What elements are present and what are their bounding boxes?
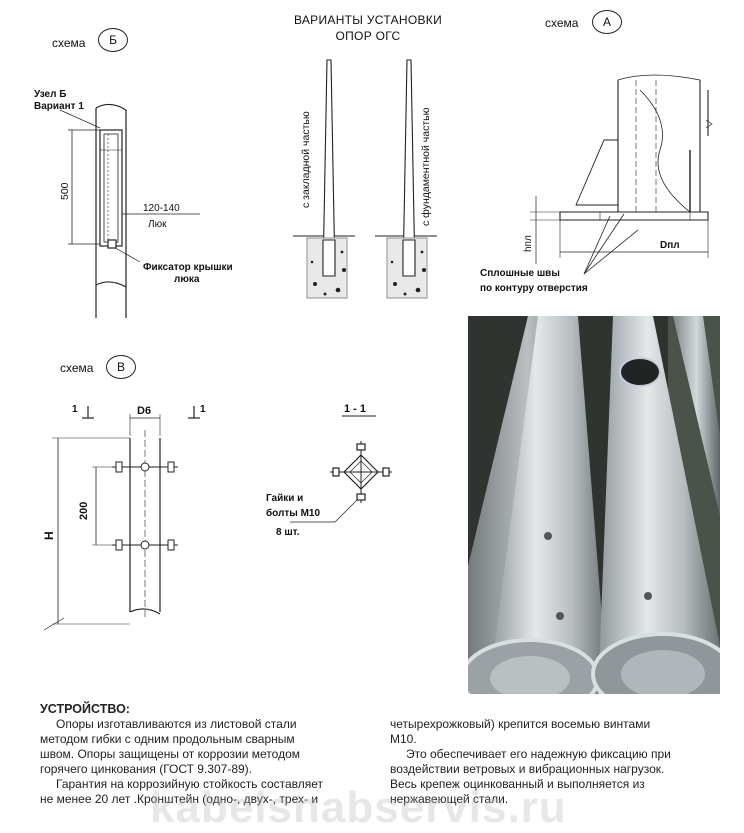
description-line: горячего цинкования (ГОСТ 9.307-89).: [40, 762, 252, 776]
description-line: не менее 20 лет .Кронштейн (одно-, двух-…: [40, 792, 319, 806]
node-label: Узел Б: [34, 89, 67, 100]
description-line: методом гибки с одним продольным сварным: [40, 732, 295, 746]
description-line: Опоры изготавливаются из листовой стали: [56, 717, 297, 731]
variant-label: Вариант 1: [34, 101, 84, 112]
section-1-1-drawing: [290, 415, 392, 523]
description-line: Весь крепеж оцинкованный и выполняется и…: [390, 777, 645, 791]
description-line: М10.: [390, 732, 417, 746]
pole-height-label: H: [42, 531, 56, 540]
description-line: четырехрожковый) крепится восемью винтам…: [390, 717, 651, 731]
section-mark-right: 1: [200, 404, 206, 415]
description-right: четырехрожковый) крепится восемью винтам…: [390, 717, 730, 807]
description-line: Это обеспечивает его надежную фиксацию п…: [406, 747, 671, 761]
schema-v-badge: В: [106, 355, 136, 379]
schema-a-drawing: [530, 74, 713, 275]
pole-diameter-label: D6: [137, 405, 152, 417]
schema-a-label: схема: [545, 16, 579, 30]
schema-b-label: схема: [52, 36, 86, 50]
watermark: kabelsnabservis.ru: [150, 783, 567, 832]
variant-foundation-label: с фундаментной частью: [420, 107, 432, 226]
schema-v-drawing: [43, 406, 200, 631]
description-line: воздействии ветровых и вибрационных нагр…: [390, 762, 665, 776]
welds-line-1: Сплошные швы: [480, 268, 560, 279]
description-line: нержавеющей стали.: [390, 792, 509, 806]
dim-range: 120-140: [143, 203, 180, 214]
bolts-line-2: болты М10: [266, 508, 321, 519]
dim-500: 500: [59, 182, 71, 200]
poles-photo: [468, 316, 720, 694]
bolts-line-1: Гайки и: [266, 493, 304, 504]
schema-a-badge: А: [592, 10, 622, 34]
schema-b-drawing: [59, 103, 200, 318]
plate-height-label: hпл: [523, 235, 534, 252]
title-line-2: ОПОР ОГС: [335, 29, 401, 43]
dim-200: 200: [78, 501, 90, 520]
schema-b-badge: Б: [98, 28, 128, 52]
description-left: УСТРОЙСТВО: Опоры изготавливаются из лис…: [40, 702, 370, 807]
description-line: Гарантия на коррозийную стойкость состав…: [56, 777, 324, 791]
description-line: швом. Опоры защищены от коррозии методом: [40, 747, 300, 761]
bolts-count: 8 шт.: [276, 527, 300, 538]
plate-diameter-label: Dпл: [660, 240, 680, 251]
fixator-line-1: Фиксатор крышки: [143, 262, 233, 273]
diagram-title: ВАРИАНТЫ УСТАНОВКИ ОПОР ОГС: [268, 12, 468, 44]
schema-v-label: схема: [60, 361, 94, 375]
install-variants-drawing: [293, 59, 437, 299]
section-1-1-title: 1 - 1: [344, 403, 367, 415]
welds-line-2: по контуру отверстия: [480, 283, 588, 294]
description-heading: УСТРОЙСТВО:: [40, 702, 130, 716]
section-mark-left: 1: [72, 404, 78, 415]
variant-embedded-label: с закладной частью: [300, 111, 312, 208]
poles-photo-illustration: [468, 316, 720, 694]
fixator-line-2: люка: [174, 274, 200, 285]
title-line-1: ВАРИАНТЫ УСТАНОВКИ: [293, 13, 443, 27]
hatch-label: Люк: [148, 219, 167, 230]
